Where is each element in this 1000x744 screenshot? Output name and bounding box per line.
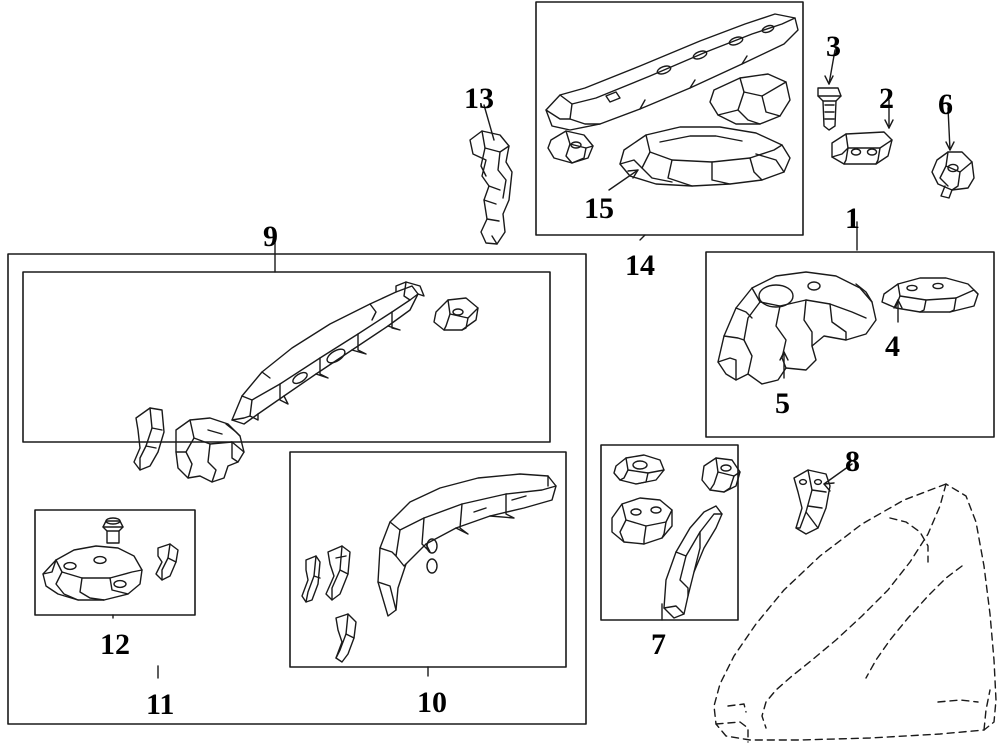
part-6-bushing <box>931 151 975 199</box>
part-12-panel <box>42 545 143 601</box>
part-4-rail-cap <box>881 277 979 313</box>
part-15-apron <box>619 126 791 187</box>
box-12 <box>34 509 196 616</box>
part-14-rail <box>545 13 799 131</box>
part-7-bracket-b <box>613 454 665 485</box>
part-14-shield <box>709 73 791 125</box>
part-10-clip-b <box>325 545 351 601</box>
leader-lines <box>112 49 955 679</box>
part-9-apron-bracket <box>175 417 245 483</box>
part-5-wheelhouse <box>717 271 877 385</box>
callout-8: 8 <box>845 445 860 478</box>
part-13-bracket <box>469 130 513 245</box>
callout-10: 10 <box>417 686 447 719</box>
callout-9: 9 <box>263 220 278 253</box>
part-9-left-bracket <box>133 407 165 471</box>
box-14 <box>535 1 804 236</box>
callout-3: 3 <box>826 30 841 63</box>
callout-13: 13 <box>464 82 494 115</box>
callout-1: 1 <box>845 202 860 235</box>
callout-6: 6 <box>938 88 953 121</box>
box-7 <box>600 444 739 621</box>
callout-2: 2 <box>879 82 894 115</box>
part-7-bracket-a <box>611 497 673 545</box>
callout-14: 14 <box>625 249 655 282</box>
part-7-bracket-c <box>701 457 741 493</box>
part-9-small-bracket <box>433 297 479 331</box>
box-1 <box>705 251 995 438</box>
part-3-bolt <box>817 87 842 131</box>
callout-4: 4 <box>885 330 900 363</box>
part-10-clip-a <box>301 555 321 603</box>
callout-7: 7 <box>651 628 666 661</box>
callout-15: 15 <box>584 192 614 225</box>
callout-11: 11 <box>146 688 175 721</box>
part-12-spacer <box>102 517 124 544</box>
part-7-rail <box>663 505 723 619</box>
part-9-side-rail <box>231 281 425 425</box>
part-8-bracket <box>793 469 831 535</box>
box-10 <box>289 451 567 668</box>
part-12-clip <box>155 543 179 581</box>
box-9 <box>22 271 551 443</box>
part-14-small-bracket <box>547 130 594 164</box>
fender-outline <box>713 483 997 743</box>
part-10-clip-c <box>335 613 357 663</box>
part-2-plate <box>831 131 893 165</box>
callout-5: 5 <box>775 387 790 420</box>
callout-12: 12 <box>100 628 130 661</box>
part-10-rail <box>377 473 557 617</box>
box-11 <box>7 253 587 725</box>
